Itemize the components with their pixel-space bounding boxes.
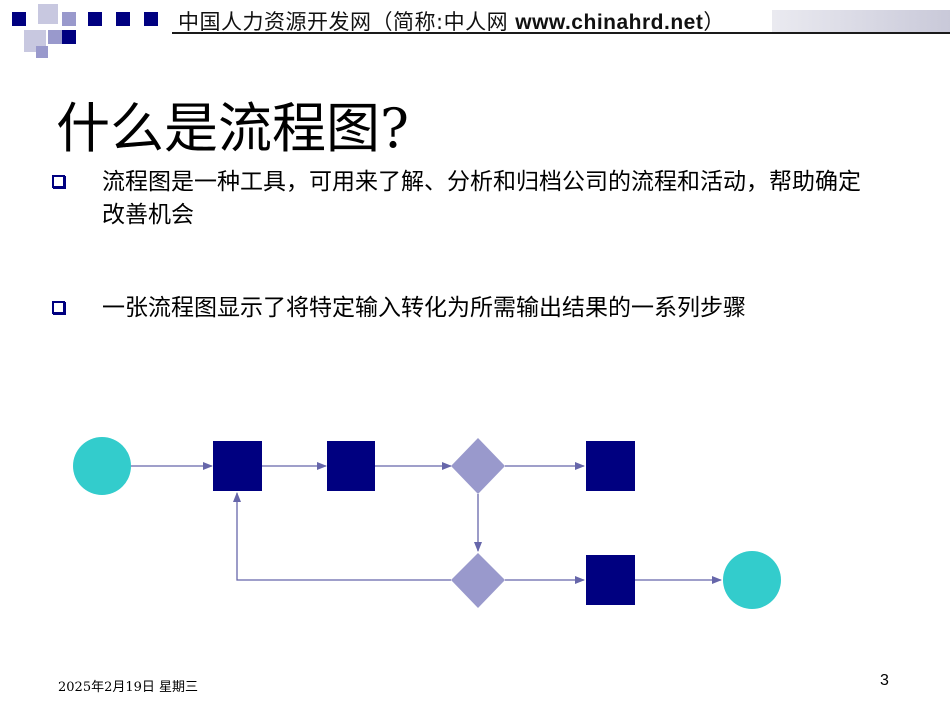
site-name: 中国人力资源开发网（简称:中人网 www.chinahrd.net） xyxy=(178,6,725,36)
site-name-close: ） xyxy=(703,10,725,34)
decor-square xyxy=(12,12,26,26)
bullet-text: 一张流程图显示了将特定输入转化为所需输出结果的一系列步骤 xyxy=(102,295,746,321)
site-url: www.chinahrd.net xyxy=(515,11,704,34)
decor-square xyxy=(38,4,58,24)
hollow-square-bullet-icon xyxy=(52,301,65,314)
bullet-text: 流程图是一种工具，可用来了解、分析和归档公司的流程和活动，帮助确定改善机会 xyxy=(102,169,861,228)
connector-loop-back xyxy=(233,492,451,581)
decision-shape-1 xyxy=(451,438,505,494)
header-banner xyxy=(172,6,772,34)
start-terminal-shape xyxy=(73,437,131,495)
decor-square xyxy=(116,12,130,26)
site-name-cn: 中国人力资源开发网（简称:中人网 xyxy=(178,10,516,34)
decor-square xyxy=(88,12,102,26)
footer-date: 2025年2月19日 星期三 xyxy=(58,680,199,695)
decor-square xyxy=(144,12,158,26)
decor-square xyxy=(48,30,62,44)
process-shape-2 xyxy=(327,441,375,491)
header-rule xyxy=(172,32,950,34)
process-shape-4 xyxy=(586,555,635,605)
process-shape-1 xyxy=(213,441,262,491)
page-number: 3 xyxy=(880,672,889,689)
slide-title: 什么是流程图? xyxy=(56,97,409,160)
bullet-item: 一张流程图显示了将特定输入转化为所需输出结果的一系列步骤 xyxy=(52,292,852,328)
hollow-square-bullet-icon xyxy=(52,175,65,188)
decor-square xyxy=(62,30,76,44)
end-terminal-shape xyxy=(723,551,781,609)
decor-square xyxy=(62,12,76,26)
process-shape-3 xyxy=(586,441,635,491)
decision-shape-2 xyxy=(451,553,505,608)
decor-square xyxy=(36,46,48,58)
bullet-item: 流程图是一种工具，可用来了解、分析和归档公司的流程和活动，帮助确定改善机会 xyxy=(52,166,861,236)
